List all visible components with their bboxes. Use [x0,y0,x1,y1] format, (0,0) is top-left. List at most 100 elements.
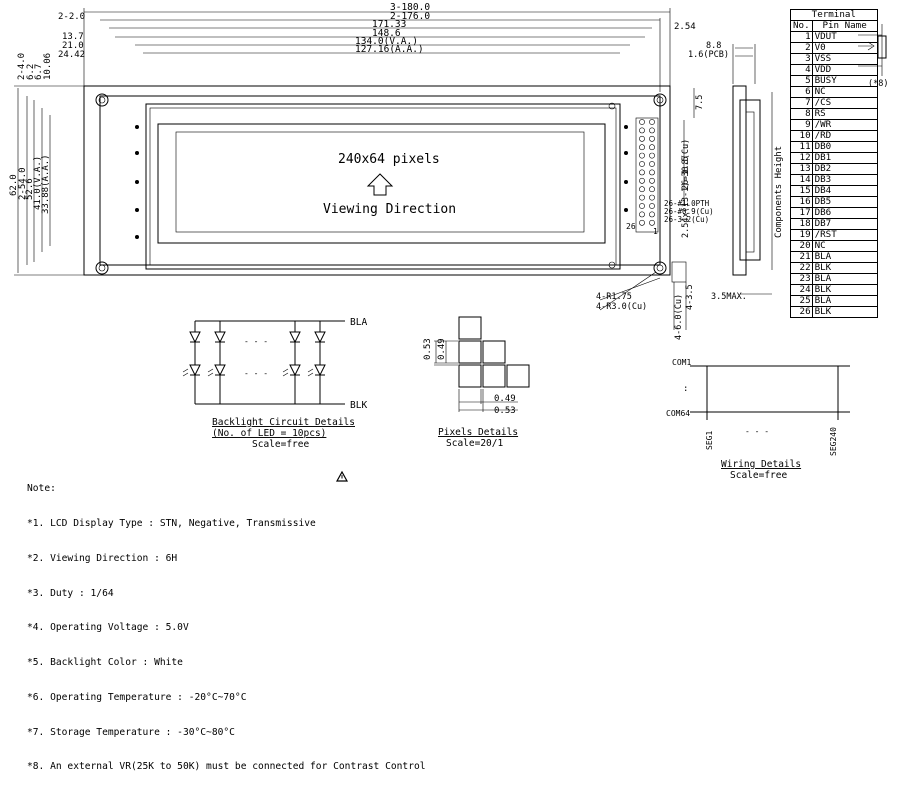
dim-left-top-2: 6.2 [26,64,36,80]
pin-hole [649,203,655,209]
pin-hole [649,219,655,226]
dim-top-3: 171.33 [372,19,406,30]
pin-hole [639,177,645,184]
pin-number: 17 [790,207,813,219]
terminal-row: 10/RD [790,130,878,142]
pin-number: 23 [790,273,813,285]
dim-top-right: 2.54 [674,22,696,32]
note-3: *3. Duty : 1/64 [27,587,114,599]
pin-number: 8 [790,108,813,120]
module-side-view: 8.8 1.6(PCB) 3.5MAX. Components Height [688,41,784,302]
notes-title: Note: [27,483,56,495]
note-7: *7. Storage Temperature : -30°C~80°C [27,726,235,738]
pin-hole [649,144,655,151]
dim-side-2: 1.6(PCB) [688,50,729,60]
pin-name: VSS [811,53,878,65]
pin-hole [649,135,655,142]
pin-name: BLK [811,306,878,318]
pin-number: 7 [790,97,813,109]
pin-hole [649,211,655,218]
viewing-direction-arrow-icon [366,173,394,196]
dim-left-5: 33.88(A.A.) [41,154,51,214]
pin-hole [639,144,645,151]
pin-number: 20 [790,240,813,252]
dim-top-left-2: 13.7 [62,32,84,42]
pin-name: /CS [811,97,878,109]
terminal-title: Terminal [790,9,878,21]
pin-number: 26 [790,306,813,318]
pin-hole [639,119,645,125]
terminal-row: 19/RST [790,229,878,241]
pixels-scale: Scale=20/1 [446,438,503,449]
backlight-circuit: - - - - - - BLA BLK Backlight Circuit De… [182,317,367,450]
pin-number: 22 [790,262,813,274]
dim-left-2: 2-54.0 [18,167,28,200]
com64-label: COM64 [666,409,690,418]
dim-left-3: 52.6 [25,178,35,200]
note-2: *2. Viewing Direction : 6H [27,552,178,564]
dim-top-1: 3-180.0 [390,2,430,13]
pin-number: 18 [790,218,813,230]
dim-right-1: 26-1.8(Cu) [681,139,691,190]
bla-label: BLA [350,317,367,328]
dim-left-4: 41.0(V.A.) [33,156,43,210]
dim-br-1: 4-R1.75 [596,292,632,302]
display-resolution: 240x64 pixels [338,152,440,167]
terminal-row: 9/WR [790,119,878,131]
viewing-direction-label: Viewing Direction [323,202,456,217]
pin-hole [639,135,645,142]
pin-name: BLA [811,273,878,285]
pin-name: RS [811,108,878,120]
wiring-details: COM1 COM64 : - - - SEG1 SEG240 Wiring De… [666,358,850,481]
notes-block: Note: *1. LCD Display Type : STN, Negati… [27,460,426,785]
wiring-hdots: - - - [745,427,769,436]
dim-right-top: 7.5 [695,95,705,110]
led-string [307,321,326,404]
pin-number: 2 [790,42,813,54]
led-dots-bottom: - - - [244,369,268,378]
pin-hole [649,127,655,134]
pin-number: 16 [790,196,813,208]
pin-name: DB5 [811,196,878,208]
pin-name: DB4 [811,185,878,197]
terminal-header-name: Pin Name [811,20,878,32]
top-dimensions: 3-180.0 2-176.0 171.33 148.6 134.0(V.A.)… [58,2,696,92]
seg240-label: SEG240 [829,427,838,456]
wiring-title: Wiring Details [721,459,801,470]
pin-hole [639,161,645,167]
pin-hole [639,152,645,159]
pin-hole [639,169,645,176]
pin-name: BLA [811,295,878,307]
pin-number: 10 [790,130,813,142]
pin-hole [649,119,655,125]
warning-triangle-icon [335,470,349,482]
led-string [182,321,201,404]
pin-name: BLK [811,284,878,296]
pin-number: 24 [790,284,813,296]
pixel-dim-3: 0.49 [494,394,516,404]
led-dots-top: - - - [244,337,268,346]
blk-label: BLK [350,400,367,411]
note-8: *8. An external VR(25K to 50K) must be c… [27,761,426,773]
terminal-header-no: No. [790,20,813,32]
dim-left-top-3: 6.7 [34,64,44,80]
wiring-vdots: : [683,384,688,394]
pin-hole [649,194,655,201]
com1-label: COM1 [672,358,691,367]
dim-br-4: 4-3.5 [685,284,695,310]
pin-header [635,117,659,233]
dim-left-top-4: 10.06 [43,53,53,80]
